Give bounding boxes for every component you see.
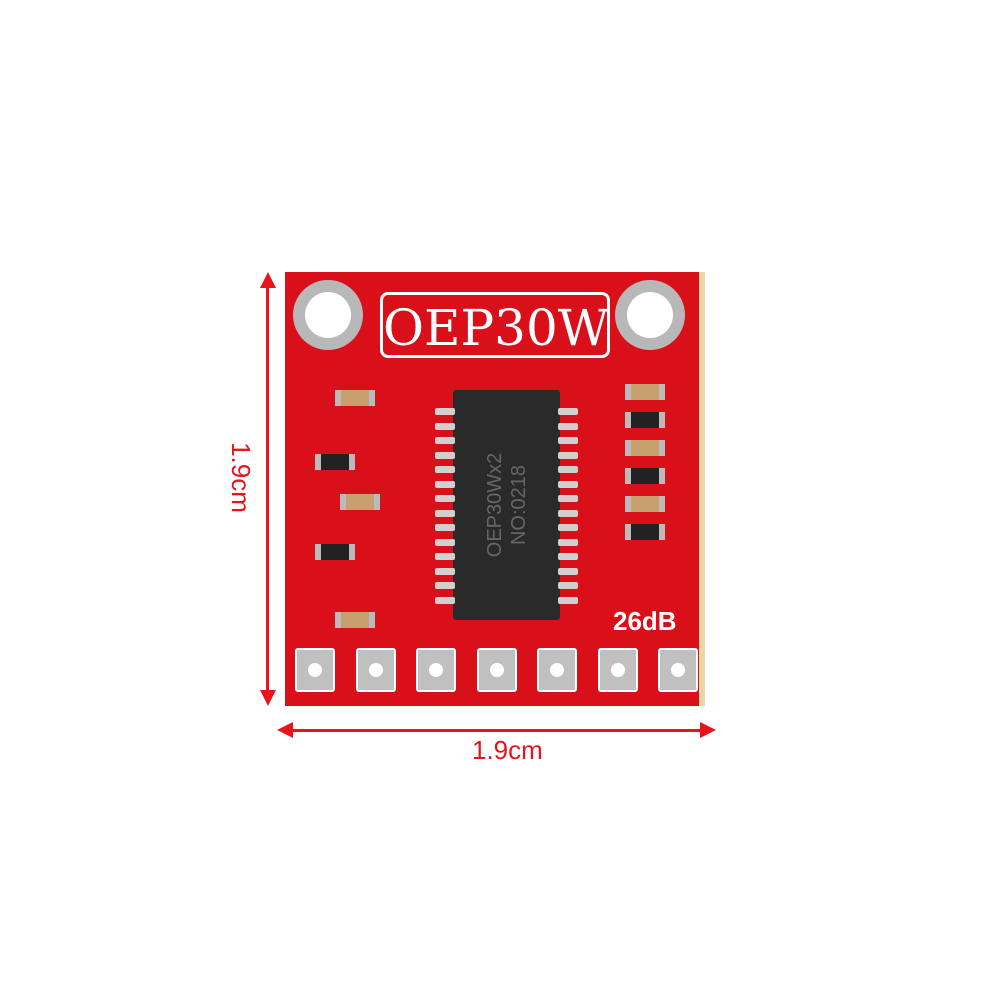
header-pad	[355, 648, 396, 692]
chip-pin	[558, 524, 578, 531]
capacitor	[335, 390, 375, 406]
chip-pin	[558, 422, 578, 430]
chip-pin	[435, 538, 455, 546]
chip-lot: NO:0218	[507, 464, 530, 546]
capacitor	[335, 612, 375, 628]
chip-pin	[435, 509, 455, 517]
gain-label: 26dB	[613, 606, 677, 636]
chip-marking: OEP30Wx2	[483, 452, 506, 558]
chip-pin	[435, 437, 455, 444]
chip-pin	[558, 553, 578, 560]
chip-pin	[558, 466, 578, 473]
chip-pin	[558, 451, 578, 459]
header-pad	[658, 648, 698, 692]
chip-pin	[558, 567, 578, 575]
chip-pin	[435, 495, 455, 502]
smd-component	[625, 496, 665, 512]
header-pad	[476, 648, 517, 692]
height-label: 1.9cm	[225, 442, 256, 513]
smd-component	[625, 468, 665, 484]
chip-pin	[558, 480, 578, 488]
header-pad	[597, 648, 638, 692]
resistor	[315, 544, 355, 560]
width-arrow	[285, 729, 707, 732]
resistor	[315, 454, 355, 470]
chip-pin	[558, 582, 578, 589]
header-pad	[416, 648, 456, 692]
mounting-hole	[293, 280, 363, 350]
chip-pin	[558, 509, 578, 517]
chip-pin	[558, 495, 578, 502]
board-title: OEP30W	[380, 292, 610, 358]
chip-pin	[435, 451, 455, 459]
chip-pin	[435, 582, 455, 589]
chip-pin	[435, 567, 455, 575]
chip-pin	[435, 596, 455, 604]
chip-pin	[558, 538, 578, 546]
smd-component	[625, 412, 665, 428]
chip-pin	[558, 596, 578, 604]
smd-component	[625, 384, 665, 400]
mounting-hole	[615, 280, 685, 350]
width-label: 1.9cm	[472, 735, 543, 765]
chip-pin	[435, 553, 455, 560]
chip-pin	[435, 466, 455, 473]
chip-pin	[558, 437, 578, 444]
chip-pin	[435, 480, 455, 488]
header-pad	[295, 648, 335, 692]
capacitor	[340, 494, 380, 510]
smd-component	[625, 440, 665, 456]
height-arrow	[266, 280, 269, 698]
chip-pin	[435, 422, 455, 430]
header-pad	[537, 648, 577, 692]
smd-component	[625, 524, 665, 540]
chip-pin	[435, 524, 455, 531]
chip-pin	[558, 408, 578, 415]
chip-pin	[435, 408, 455, 415]
